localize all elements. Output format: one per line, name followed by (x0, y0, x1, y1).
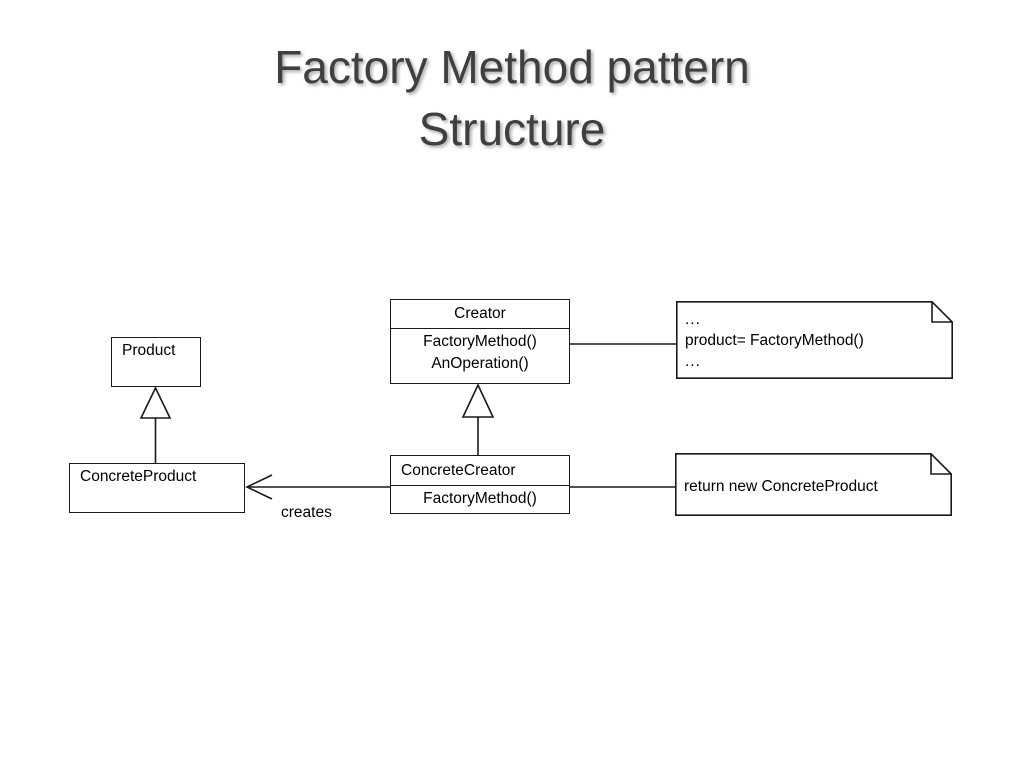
generalization-triangle-creator (461, 383, 495, 418)
uml-class-concrete-creator[interactable]: ConcreteCreator FactoryMethod() (390, 455, 570, 514)
uml-note-concrete-creator-line-1: return new ConcreteProduct (684, 478, 878, 495)
uml-class-product-name: Product (122, 342, 176, 359)
page-title-line-1: Factory Method pattern (274, 41, 750, 93)
uml-operation-an-operation: AnOperation() (431, 355, 529, 372)
note-creator-shape (676, 301, 953, 379)
edge-label-creates: creates (281, 504, 332, 521)
uml-note-creator-line-2: product= FactoryMethod() (685, 332, 864, 349)
note-concrete-creator-fold (930, 453, 952, 475)
uml-note-creator-text: ... product= FactoryMethod() ... (685, 309, 944, 372)
page-title: Factory Method pattern Structure (0, 36, 1024, 160)
uml-class-concrete-creator-name: ConcreteCreator (391, 456, 569, 486)
note-creator-outline (676, 301, 953, 379)
note-concrete-creator-outline (675, 453, 952, 516)
uml-operation-concrete-factory-method: FactoryMethod() (423, 490, 537, 507)
uml-class-creator-operations: FactoryMethod() AnOperation() (391, 329, 569, 377)
uml-class-concrete-creator-operations: FactoryMethod() (391, 486, 569, 512)
uml-note-creator-line-1: ... (685, 311, 701, 328)
uml-note-concrete-creator-text: return new ConcreteProduct (684, 476, 943, 497)
page-title-line-2: Structure (418, 103, 606, 155)
creates-arrowhead (245, 474, 273, 500)
generalization-triangle-product (139, 386, 172, 419)
uml-note-creator-line-3: ... (685, 353, 701, 370)
uml-note-creator[interactable]: ... product= FactoryMethod() ... (676, 301, 953, 379)
note-creator-fold (931, 301, 953, 323)
uml-class-product[interactable]: Product (111, 337, 201, 387)
generalization-concrete-product-to-product (139, 386, 172, 463)
uml-class-concrete-product[interactable]: ConcreteProduct (69, 463, 245, 513)
uml-class-concrete-product-name: ConcreteProduct (80, 468, 197, 485)
uml-note-concrete-creator[interactable]: return new ConcreteProduct (675, 453, 952, 516)
uml-class-creator[interactable]: Creator FactoryMethod() AnOperation() (390, 299, 570, 384)
uml-class-creator-name: Creator (391, 300, 569, 329)
note-concrete-creator-shape (675, 453, 952, 516)
creates-arrow (245, 474, 390, 500)
generalization-concrete-creator-to-creator (461, 383, 495, 455)
uml-operation-factory-method: FactoryMethod() (423, 333, 537, 350)
